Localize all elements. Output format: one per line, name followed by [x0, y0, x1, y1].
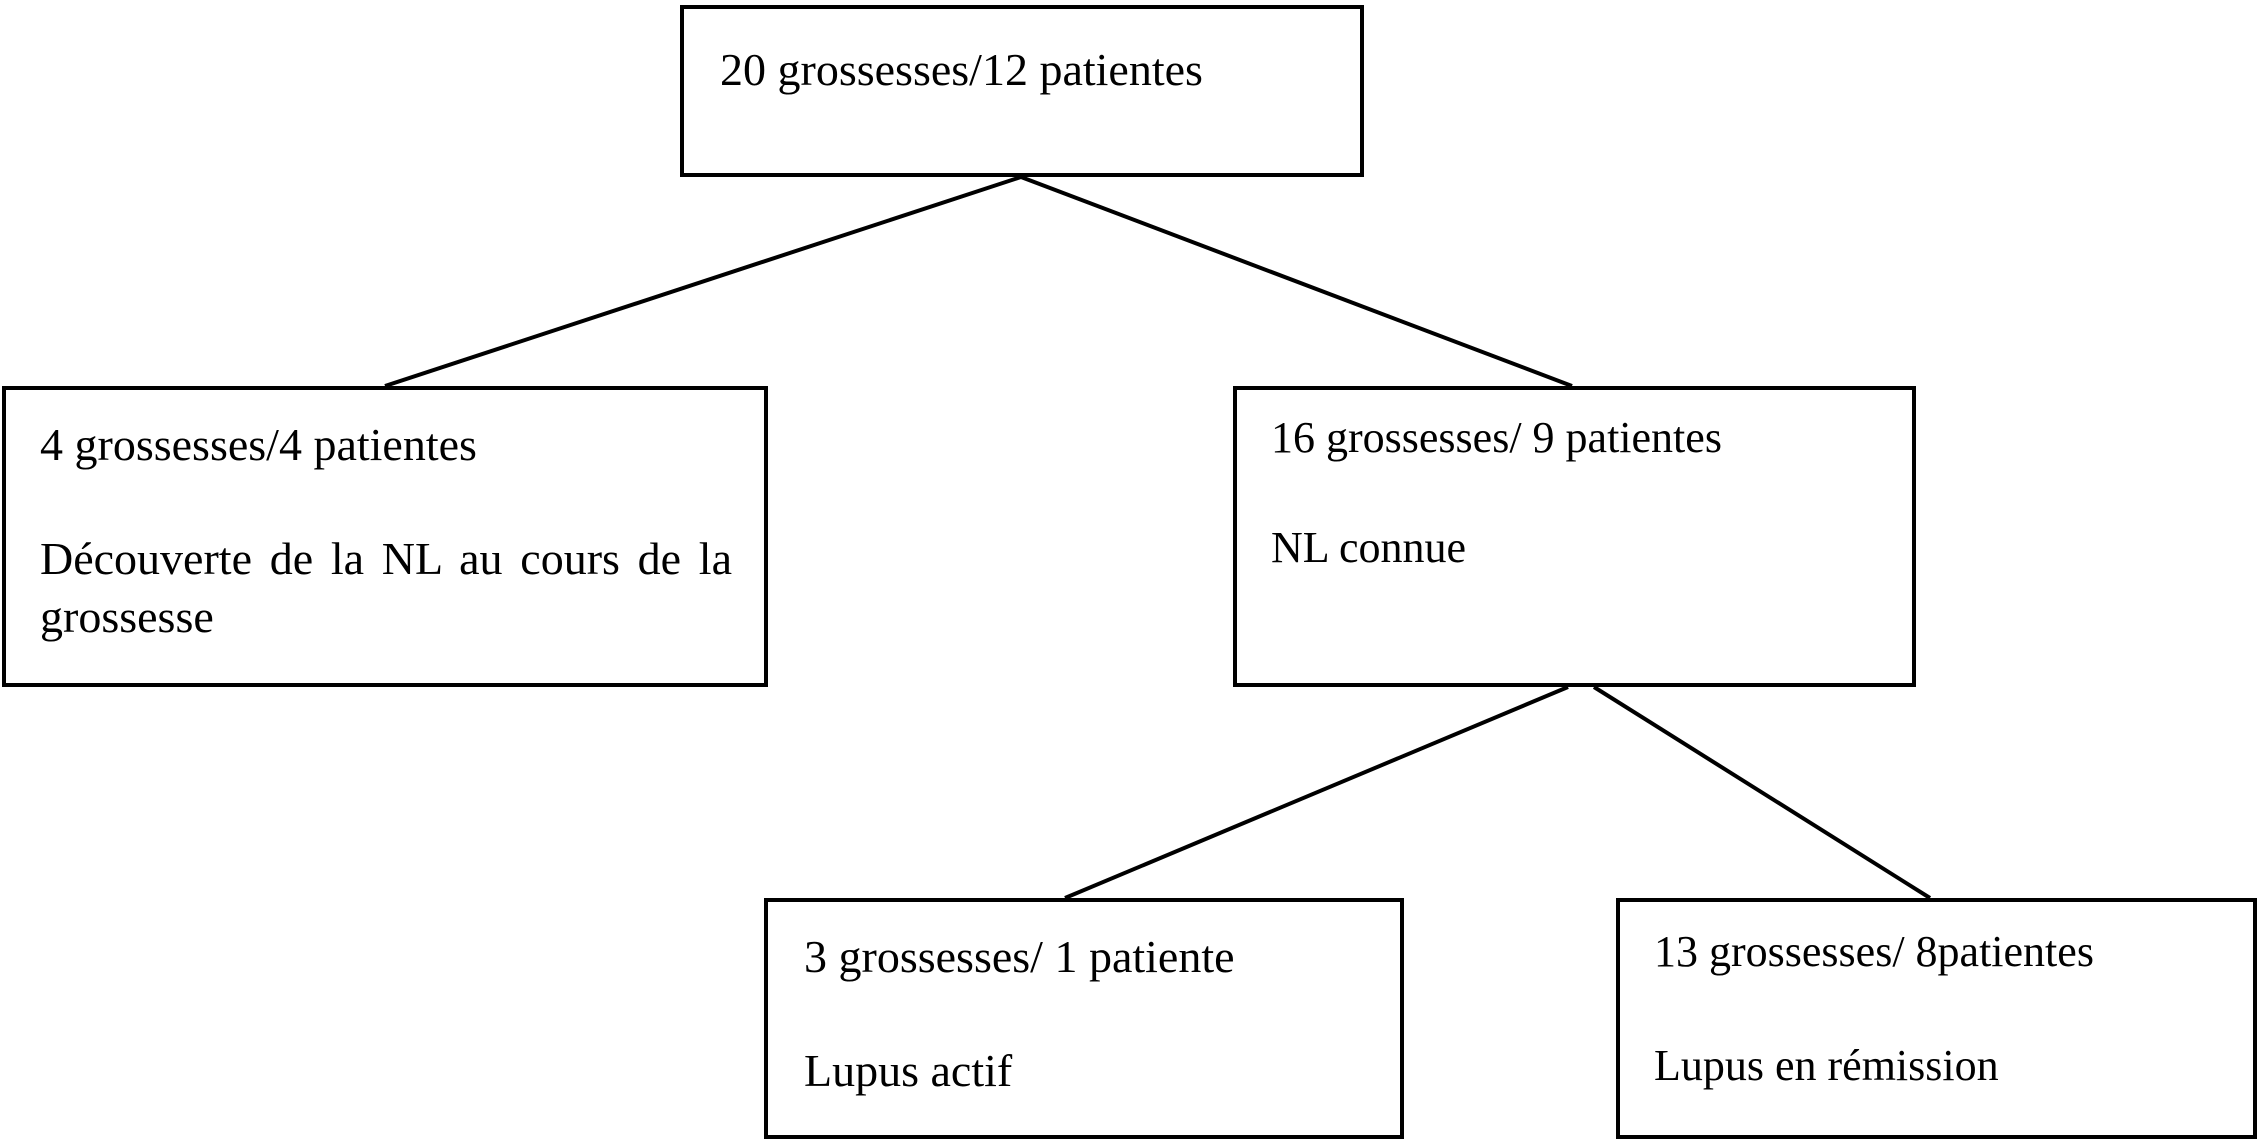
- root-count-label: 20 grossesses/12 patientes: [720, 44, 1203, 95]
- discovery-node: 4 grossesses/4 patientes Découverte de l…: [2, 386, 768, 687]
- known-nl-node: 16 grossesses/ 9 patientes NL connue: [1233, 386, 1916, 687]
- known-nl-count-label: 16 grossesses/ 9 patientes: [1271, 413, 1722, 462]
- active-lupus-count-label: 3 grossesses/ 1 patiente: [804, 931, 1235, 982]
- edge-root-to-left: [384, 175, 1022, 388]
- remission-lupus-node: 13 grossesses/ 8patientes Lupus en rémis…: [1616, 898, 2257, 1139]
- edge-root-to-right: [1020, 175, 1573, 388]
- remission-lupus-count-label: 13 grossesses/ 8patientes: [1654, 927, 2094, 976]
- root-node: 20 grossesses/12 patientes: [680, 5, 1364, 177]
- known-nl-description: NL connue: [1271, 523, 1467, 572]
- edge-right-to-active: [1064, 685, 1569, 900]
- active-lupus-node: 3 grossesses/ 1 patiente Lupus actif: [764, 898, 1404, 1139]
- active-lupus-description: Lupus actif: [804, 1045, 1013, 1096]
- discovery-description: Découverte de la NL au cours de la gross…: [40, 533, 732, 642]
- remission-lupus-description: Lupus en rémission: [1654, 1041, 1999, 1090]
- discovery-count-label: 4 grossesses/4 patientes: [40, 419, 477, 470]
- edge-right-to-remission: [1592, 685, 1932, 900]
